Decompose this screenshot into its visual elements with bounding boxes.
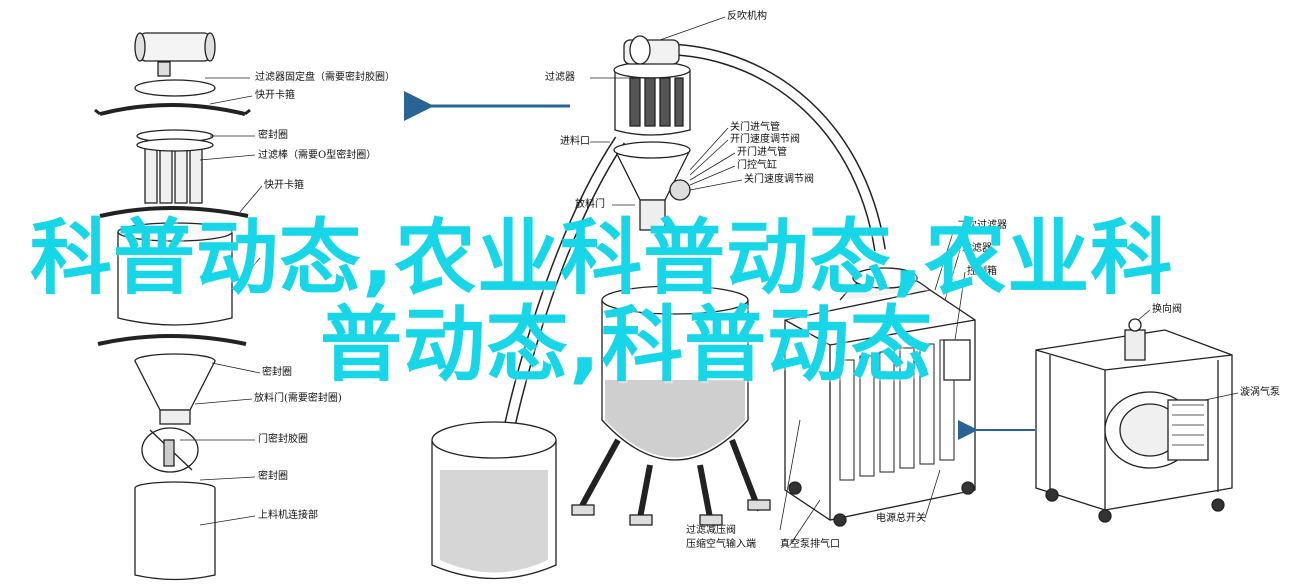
clamp-ring-3 [97, 334, 247, 346]
label-power-switch: 电源总开关 [876, 513, 926, 524]
middle-canister [117, 222, 233, 326]
overlay-title-line-2: 普动态,科普动态 [320, 298, 934, 393]
filter-head [134, 32, 216, 97]
label-reversing-valve: 换向阀 [1152, 304, 1182, 315]
material-bucket [431, 421, 557, 580]
label-seal-ring-1: 密封圈 [258, 130, 288, 141]
hopper-cone [613, 141, 691, 231]
label-vortex-pump: 漩涡气泵 [1240, 387, 1280, 398]
label-filter-2: 过滤器 [962, 243, 992, 254]
label-secondary-filter: 二次过滤器 [957, 220, 1007, 231]
label-feeder-connection: 上料机连接部 [258, 510, 318, 521]
label-filter-rods: 过滤棒（需要O型密封圈） [258, 150, 377, 161]
discharge-funnel [134, 353, 216, 425]
label-door-cylinder: 门控气缸 [737, 160, 777, 171]
label-open-inlet: 开门进气管 [737, 147, 787, 158]
label-feed-inlet: 进料口 [560, 136, 590, 147]
label-discharge-door: 放料门(需要密封圈) [254, 393, 342, 404]
pump-unit [1035, 309, 1239, 523]
left-exploded-assembly [94, 32, 263, 581]
discharge-door [141, 427, 199, 473]
label-control-box: 控制箱 [967, 266, 997, 277]
label-open-speed-valve: 开门速度调节阀 [730, 134, 800, 145]
label-filter-plate: 过滤器固定盘（需要密封胶圈） [255, 72, 395, 83]
vacuum-cabinet [784, 267, 976, 527]
label-filter: 过滤器 [545, 72, 575, 83]
clamp-ring-1 [94, 103, 251, 116]
label-blowback: 反吹机构 [727, 11, 767, 22]
label-seal-ring-3: 密封圈 [258, 471, 288, 482]
label-seal-ring-2: 密封圈 [262, 367, 292, 378]
label-quick-clamp-1: 快开卡箍 [255, 90, 295, 101]
label-discharge-gate: 放料门 [575, 199, 605, 210]
center-machine [431, 16, 976, 580]
filter-rods [136, 138, 214, 204]
clamp-ring-2 [99, 206, 249, 218]
label-vacuum-exhaust: 真空泵排气口 [780, 539, 840, 550]
label-compressed-air: 压缩空气输入端 [686, 539, 756, 550]
label-pressure-valve: 过滤减压阀 [686, 525, 736, 536]
center-leader-lines [590, 16, 966, 546]
overlay-title-line-1: 科普动态,农业科普动态,农业科 [30, 211, 1174, 306]
hopper-filter-section [613, 35, 691, 136]
feeder-connection [134, 481, 216, 581]
label-close-inlet: 关门进气管 [730, 122, 780, 133]
label-quick-clamp-2: 快开卡箍 [264, 180, 304, 191]
receiving-tank [571, 285, 771, 526]
label-close-speed-valve: 关门速度调节阀 [744, 174, 814, 185]
left-leader-lines [180, 77, 263, 526]
label-door-gasket: 门密封胶圈 [258, 434, 308, 445]
